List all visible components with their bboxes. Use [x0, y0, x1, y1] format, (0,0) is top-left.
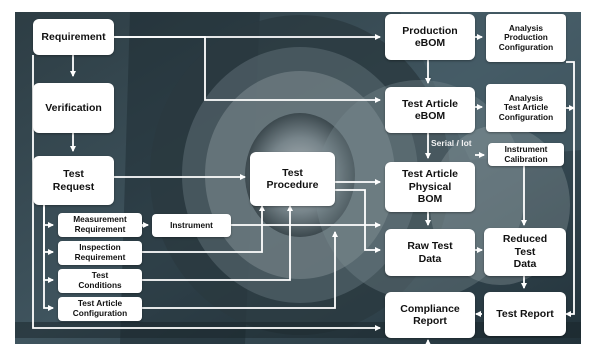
serial-lot-label: Serial / lot	[431, 138, 472, 148]
test-article-configuration-box: Test Article Configuration	[58, 297, 142, 321]
compliance-report-box: Compliance Report	[385, 292, 475, 338]
inspection-requirement-box: Inspection Requirement	[58, 241, 142, 265]
test-request-box: Test Request	[33, 156, 114, 205]
reduced-test-data-box: Reduced Test Data	[484, 228, 566, 276]
test-article-physical-bom-box: Test Article Physical BOM	[385, 162, 475, 212]
requirement-box: Requirement	[33, 19, 114, 55]
test-article-ebom-box: Test Article eBOM	[385, 87, 475, 133]
test-conditions-box: Test Conditions	[58, 269, 142, 293]
analysis-production-configuration-box: Analysis Production Configuration	[486, 14, 566, 62]
production-ebom-box: Production eBOM	[385, 14, 475, 60]
instrument-calibration-box: Instrument Calibration	[488, 143, 564, 166]
verification-box: Verification	[33, 83, 114, 133]
test-report-box: Test Report	[484, 292, 566, 336]
analysis-test-article-configuration-box: Analysis Test Article Configuration	[486, 84, 566, 132]
raw-test-data-box: Raw Test Data	[385, 229, 475, 276]
instrument-box: Instrument	[152, 214, 231, 237]
measurement-requirement-box: Measurement Requirement	[58, 213, 142, 237]
test-procedure-box: Test Procedure	[250, 152, 335, 206]
